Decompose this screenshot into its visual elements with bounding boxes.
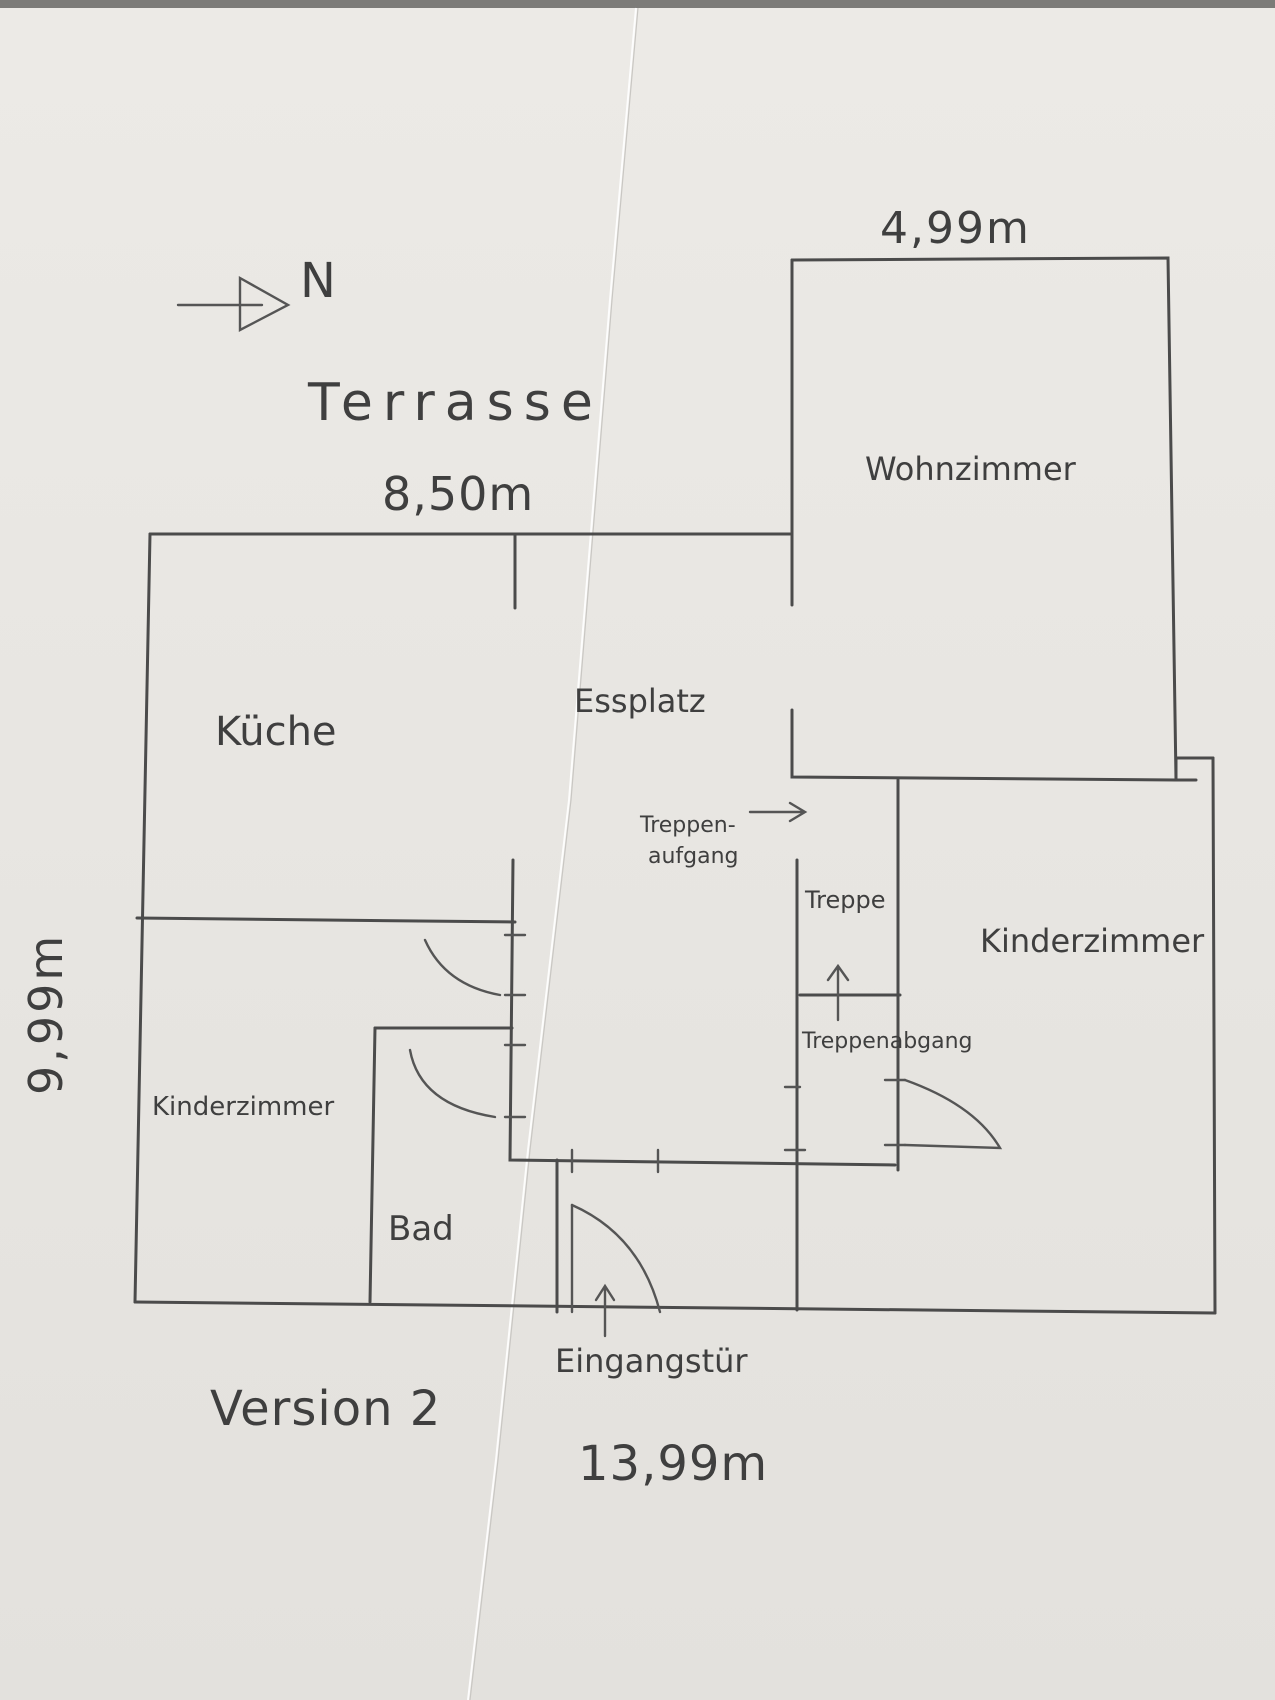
entrance-label: Eingangstür [555,1342,748,1380]
door-symbols [408,801,1003,1338]
north-label: N [300,253,338,309]
child-room-right-label: Kinderzimmer [980,922,1205,960]
child-room-left-label: Kinderzimmer [152,1092,334,1122]
living-room-label: Wohnzimmer [865,450,1077,488]
paper-sheet [0,8,1275,1700]
outer-walls [133,256,1217,1315]
stairs-label: Treppe [804,886,885,914]
dining-label: Essplatz [574,682,706,720]
paper-crease-shadow [469,7,639,1700]
photo-top-edge [0,0,1275,8]
dimension-top-left: 8,50m [382,467,534,521]
north-arrow-icon [176,275,291,332]
stairs-down-label: Treppenabgang [801,1029,973,1054]
version-label: Version 2 [210,1381,441,1437]
stairs-up-label-line2: aufgang [648,844,739,869]
terrace-label: Terrasse [307,373,603,433]
paper-crease [467,7,637,1700]
kitchen-label: Küche [215,709,337,755]
dimension-left: 9,99m [19,933,73,1095]
bath-label: Bad [388,1209,454,1249]
dimension-bottom: 13,99m [578,1436,768,1492]
interior-walls [135,532,902,1314]
stairs-up-label-line1: Treppen- [639,813,736,838]
dimension-top-right: 4,99m [880,203,1031,254]
